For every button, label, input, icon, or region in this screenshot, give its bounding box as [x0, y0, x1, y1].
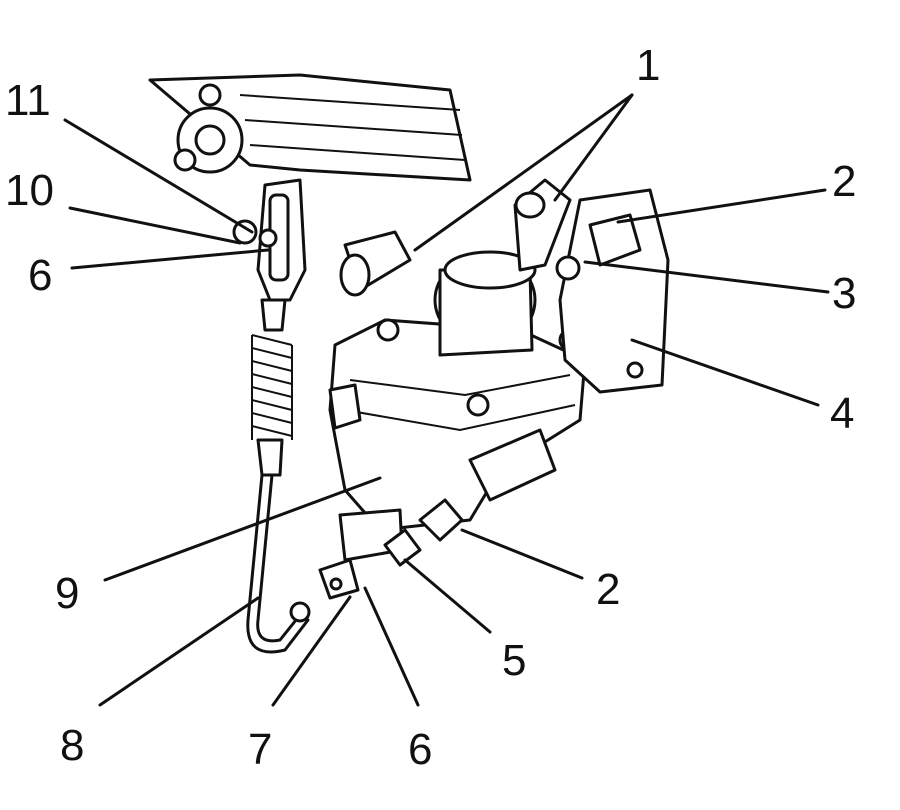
callout-labels: 1 2 3 4 2 5 6 7 8 9 6 10 11 — [5, 41, 856, 774]
callout-8: 8 — [60, 721, 84, 770]
callout-6-bottom: 6 — [408, 725, 432, 774]
leader-4 — [630, 338, 820, 407]
leader-10 — [68, 206, 242, 245]
leader-8 — [98, 596, 260, 707]
callout-6-top: 6 — [28, 251, 52, 300]
callout-4: 4 — [830, 389, 854, 438]
leader-1a — [413, 93, 634, 252]
leader-9 — [103, 476, 382, 582]
brake-pipes — [339, 178, 572, 297]
leader-6a — [70, 248, 270, 270]
regulator-body — [318, 250, 587, 600]
leader-5 — [403, 558, 492, 634]
callout-10: 10 — [5, 166, 54, 215]
leader-lines — [63, 93, 830, 707]
leader-7 — [271, 595, 352, 707]
spring-coils — [251, 334, 293, 440]
callout-3: 3 — [832, 269, 856, 318]
leader-2a — [616, 188, 827, 224]
leader-11 — [63, 118, 254, 234]
lever-arm — [232, 178, 307, 302]
leader-2b — [460, 528, 584, 580]
callout-7: 7 — [248, 725, 272, 774]
leader-3 — [583, 260, 830, 294]
callout-5: 5 — [502, 636, 526, 685]
callout-2-bottom: 2 — [596, 565, 620, 614]
callout-9: 9 — [55, 569, 79, 618]
mounting-plate — [555, 188, 670, 394]
callout-11: 11 — [5, 76, 51, 125]
leader-1b — [553, 93, 634, 202]
leader-6b — [363, 586, 420, 707]
callout-2-top: 2 — [832, 157, 856, 206]
spring-rod — [246, 298, 311, 654]
callout-1: 1 — [636, 41, 660, 90]
frame-bracket — [148, 73, 472, 182]
